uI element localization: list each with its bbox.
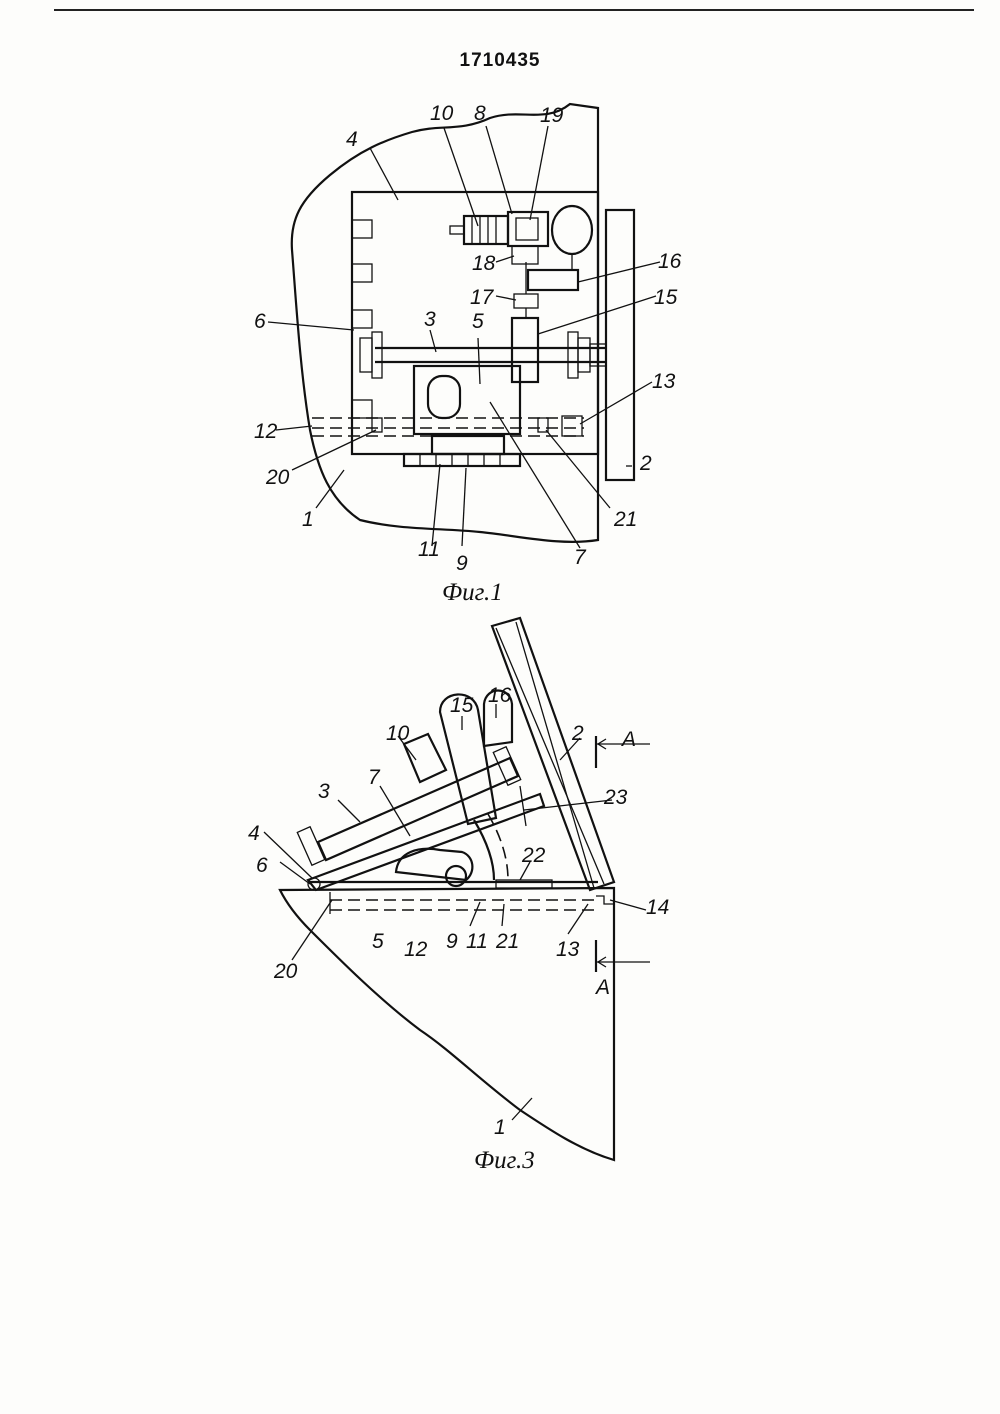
fig1-label-5: 5 — [472, 310, 484, 333]
fig3-label-9: 9 — [446, 930, 458, 953]
figure-1: 4 10 8 19 18 16 17 15 6 3 5 13 12 20 2 1… — [254, 102, 682, 606]
fig1-label-19: 19 — [540, 104, 564, 127]
cylinder-7 — [426, 374, 462, 420]
rack-11 — [402, 452, 522, 468]
top-rule — [54, 9, 974, 11]
fig3-label-16: 16 — [488, 684, 512, 707]
fig1-label-6: 6 — [254, 310, 266, 333]
fig1-label-16: 16 — [658, 250, 682, 273]
stop-20 — [371, 417, 383, 433]
fig3-label-21: 21 — [495, 930, 519, 953]
hub-15 — [510, 316, 540, 384]
motor — [550, 204, 594, 256]
fig3-label-4: 4 — [248, 822, 260, 845]
fig1-label-10: 10 — [430, 102, 454, 125]
block-5 — [412, 364, 522, 436]
fig3-label-15: 15 — [450, 694, 474, 717]
fig3-caption: Фиг.3 — [474, 1147, 535, 1174]
axle-3-fig3 — [316, 756, 520, 862]
fig3-label-7: 7 — [368, 766, 381, 789]
fig3-label-20: 20 — [273, 960, 298, 983]
pivot-6 — [307, 877, 321, 891]
fig3-label-13: 13 — [556, 938, 580, 961]
fig1-label-2: 2 — [639, 452, 652, 475]
fig3-label-3: 3 — [318, 780, 330, 803]
fig3-label-12: 12 — [404, 938, 428, 961]
drive-19 — [515, 217, 539, 241]
coupling-18 — [511, 245, 539, 265]
fig1-label-8: 8 — [474, 102, 486, 125]
fig1-label-20: 20 — [265, 466, 290, 489]
fig1-caption: Фиг.1 — [442, 579, 503, 606]
gear-10 — [462, 214, 510, 246]
fig3-label-23: 23 — [603, 786, 628, 809]
fig1-label-12: 12 — [254, 420, 278, 443]
panel-2-fig3 — [490, 616, 616, 892]
sensor-6a — [351, 219, 373, 239]
panel-2 — [604, 208, 636, 482]
base-outline-fig1 — [290, 102, 600, 543]
fig3-label-14: 14 — [646, 896, 669, 919]
carriage-9-fig3 — [394, 847, 474, 882]
fig1-label-3: 3 — [424, 308, 436, 331]
fig3-label-2: 2 — [571, 722, 584, 745]
sensor-6d — [351, 399, 373, 419]
patent-number: 1710435 — [459, 50, 541, 71]
rack-11-fig3 — [473, 819, 496, 881]
fig1-label-1: 1 — [302, 508, 314, 531]
sensor-6b — [351, 263, 373, 283]
drive-8 — [506, 210, 550, 248]
stop-14 — [596, 895, 614, 905]
stop-13 — [561, 415, 583, 437]
fig3-label-11: 11 — [466, 930, 488, 953]
fig1-label-17: 17 — [470, 286, 495, 309]
frame-4-fig3 — [306, 792, 546, 892]
carriage-9 — [430, 434, 506, 456]
sensor-6c — [351, 309, 373, 329]
fig3-label-6: 6 — [256, 854, 268, 877]
reducer-16-fig3 — [482, 689, 514, 748]
hub-15-fig3 — [438, 693, 498, 826]
reducer-16 — [526, 268, 580, 292]
fig1-label-21: 21 — [613, 508, 637, 531]
fig1-label-13: 13 — [652, 370, 676, 393]
fig1-label-7: 7 — [574, 546, 587, 569]
gear-10-fig3 — [402, 732, 448, 784]
fig1-label-4: 4 — [346, 128, 358, 151]
fig1-label-9: 9 — [456, 552, 468, 575]
base-outline-fig3 — [278, 886, 616, 1162]
fig3-label-1: 1 — [494, 1116, 506, 1139]
fig1-label-15: 15 — [654, 286, 678, 309]
fig3-section-letter-top: A — [620, 728, 636, 751]
fig3-label-10: 10 — [386, 722, 410, 745]
stop-22 — [495, 879, 553, 889]
fig3-label-5: 5 — [372, 930, 384, 953]
fig1-label-11: 11 — [418, 538, 440, 561]
stop-21 — [537, 417, 549, 433]
fig1-label-18: 18 — [472, 252, 496, 275]
fig3-label-22: 22 — [521, 844, 546, 867]
coupling-17 — [513, 293, 539, 309]
figure-3: 16 15 10 2 A 7 3 23 4 6 22 14 5 12 9 11 … — [248, 616, 669, 1174]
support-23 — [519, 785, 527, 827]
fig3-section-letter-bottom: A — [594, 976, 610, 999]
